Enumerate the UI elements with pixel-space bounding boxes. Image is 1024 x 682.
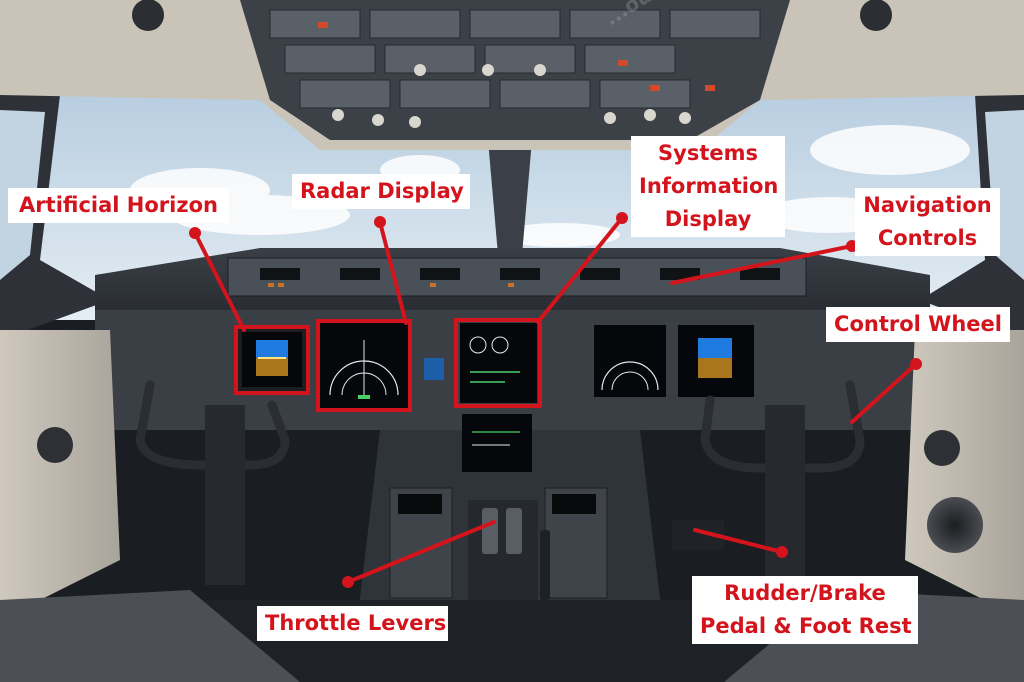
standby-instrument — [424, 358, 444, 380]
label-line: Display — [664, 207, 752, 231]
overhead-warning-lights — [318, 22, 715, 91]
left-yoke-column — [205, 405, 245, 585]
label-throttle-levers: Throttle Levers — [257, 606, 448, 641]
rudder-pedal — [672, 520, 724, 550]
lower-display-screen — [462, 414, 532, 472]
label-line: Rudder/Brake — [724, 581, 886, 605]
systems-display-screen — [460, 323, 537, 403]
overhead-knobs — [332, 64, 691, 128]
right-radar-screen — [594, 325, 666, 397]
label-navigation-controls: Navigation Controls — [855, 188, 1000, 256]
label-line: Pedal & Foot Rest — [700, 614, 912, 638]
label-artificial-horizon: Artificial Horizon — [8, 188, 229, 223]
label-text: Radar Display — [300, 179, 464, 203]
label-radar-display: Radar Display — [292, 174, 470, 209]
left-seat — [0, 590, 300, 682]
center-pillar — [488, 140, 532, 255]
label-line: Navigation — [863, 193, 992, 217]
right-yoke-column — [765, 405, 805, 585]
label-systems-information-display: Systems Information Display — [631, 136, 785, 237]
right-air-vent — [860, 0, 892, 31]
label-text: Throttle Levers — [265, 611, 447, 635]
cup-holder — [927, 497, 983, 553]
autopilot-annunciators — [268, 283, 514, 287]
throttle-quadrant — [468, 500, 538, 610]
label-line: Information — [639, 174, 779, 198]
left-control-wheel — [135, 380, 290, 470]
throttle-lever-left — [482, 508, 498, 554]
overhead-switch-rows — [269, 9, 761, 109]
label-text: Control Wheel — [834, 312, 1002, 336]
left-air-vent — [132, 0, 164, 31]
label-line: Systems — [658, 141, 758, 165]
speedbrake-lever — [540, 530, 550, 600]
left-cdu-screen — [398, 494, 442, 514]
label-rudder-brake: Rudder/Brake Pedal & Foot Rest — [692, 576, 918, 644]
label-line: Controls — [877, 226, 978, 250]
right-side-wall — [905, 330, 1024, 620]
label-text: Artificial Horizon — [19, 193, 218, 217]
right-attitude-ball — [698, 338, 732, 378]
throttle-lever-right — [506, 508, 522, 554]
right-control-wheel — [700, 380, 865, 473]
left-speaker — [37, 427, 73, 463]
right-speaker — [924, 430, 960, 466]
left-side-wall — [0, 330, 120, 620]
label-control-wheel: Control Wheel — [826, 307, 1010, 342]
right-cdu-screen — [552, 494, 596, 514]
